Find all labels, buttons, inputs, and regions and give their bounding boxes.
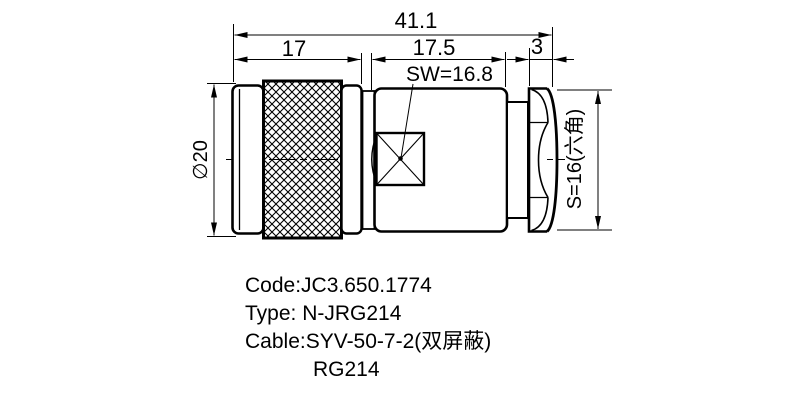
hex-face-lines <box>529 121 548 199</box>
sw-leader-line <box>400 83 414 159</box>
note-code: Code:JC3.650.1774 <box>245 274 432 297</box>
dim-body-label: 17.5 <box>413 35 456 60</box>
front-cylinder <box>231 84 265 235</box>
coupling-ring <box>340 84 363 235</box>
dimension-labels: 41.1 17 17.5 3 SW=16.8 ∅20 S=16(六角) <box>190 8 586 209</box>
neck-section <box>361 90 376 230</box>
hex-chamfer-middle-arc <box>537 122 549 198</box>
dim-front-label: 17 <box>282 36 306 61</box>
knurl-section <box>262 79 343 240</box>
wrench-flat-label: SW=16.8 <box>406 63 493 86</box>
notes-block: Code:JC3.650.1774 Type: N-JRG214 Cable:S… <box>245 274 491 381</box>
note-cable: Cable:SYV-50-7-2(双屏蔽) <box>245 330 491 353</box>
connector-outline <box>226 79 566 240</box>
hex-chamfer-top-arc <box>531 88 549 123</box>
hex-chamfer-bottom-arc <box>531 197 549 232</box>
dimension-lines <box>207 24 612 237</box>
diameter-label: ∅20 <box>190 140 212 180</box>
note-cable-alt: RG214 <box>313 358 380 381</box>
sw-leader-dot <box>398 156 403 161</box>
hex-size-label: S=16(六角) <box>563 109 586 210</box>
cable-groove <box>506 101 529 219</box>
hex-nut-right-edge <box>545 87 559 233</box>
dim-total-label: 41.1 <box>395 8 438 33</box>
dim-hex-thickness-label: 3 <box>531 34 543 59</box>
note-type: Type: N-JRG214 <box>245 302 402 325</box>
